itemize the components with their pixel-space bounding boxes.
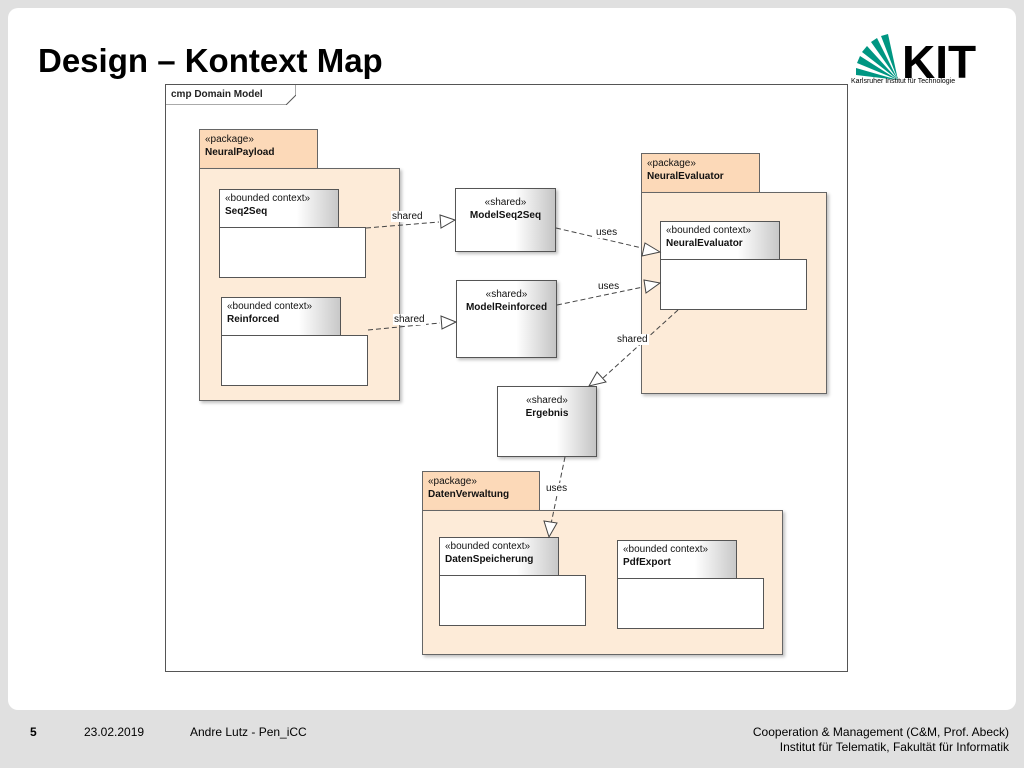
bounded-context-stereotype: «bounded context» bbox=[623, 544, 709, 555]
relation-label: uses bbox=[597, 281, 621, 292]
package-stereotype: «package» bbox=[647, 158, 696, 169]
relation-label: uses bbox=[595, 227, 619, 238]
bounded-context-neuralevaluator-tab[interactable]: «bounded context» NeuralEvaluator bbox=[660, 221, 780, 260]
package-stereotype: «package» bbox=[205, 134, 254, 145]
bounded-context-stereotype: «bounded context» bbox=[227, 301, 313, 312]
bounded-context-datenspeicherung-body[interactable] bbox=[439, 575, 586, 626]
package-stereotype: «package» bbox=[428, 476, 477, 487]
kit-logo: KIT bbox=[856, 34, 976, 88]
frame-label: cmp Domain Model bbox=[171, 89, 263, 100]
package-datenverwaltung-tab[interactable]: «package» DatenVerwaltung bbox=[422, 471, 540, 511]
bounded-context-name: PdfExport bbox=[623, 557, 671, 568]
shared-name: Ergebnis bbox=[525, 408, 569, 419]
footer-org-line1: Cooperation & Management (C&M, Prof. Abe… bbox=[752, 725, 1009, 739]
bounded-context-seq2seq-body[interactable] bbox=[219, 227, 366, 278]
shared-modelseq2seq[interactable]: «shared» ModelSeq2Seq bbox=[455, 188, 556, 252]
shared-name: ModelReinforced bbox=[465, 302, 548, 313]
shared-ergebnis[interactable]: «shared» Ergebnis bbox=[497, 386, 597, 457]
package-name: NeuralPayload bbox=[205, 147, 275, 158]
logo-subtitle: Karlsruher Institut für Technologie bbox=[851, 78, 956, 85]
kit-logo-fan-icon bbox=[856, 34, 898, 80]
shared-stereotype: «shared» bbox=[484, 197, 527, 208]
bounded-context-reinforced-body[interactable] bbox=[221, 335, 368, 386]
footer-org-line2: Institut für Telematik, Fakultät für Inf… bbox=[779, 740, 1009, 754]
slide-title: Design – Kontext Map bbox=[38, 42, 383, 79]
frame-tab bbox=[166, 85, 296, 105]
package-name: DatenVerwaltung bbox=[428, 489, 510, 500]
package-name: NeuralEvaluator bbox=[647, 171, 724, 182]
bounded-context-neuralevaluator-body[interactable] bbox=[660, 259, 807, 310]
relation-label: shared bbox=[391, 211, 424, 222]
shared-name: ModelSeq2Seq bbox=[469, 210, 542, 221]
package-neuralevaluator-tab[interactable]: «package» NeuralEvaluator bbox=[641, 153, 760, 193]
footer-date: 23.02.2019 bbox=[84, 725, 145, 739]
bounded-context-pdfexport-tab[interactable]: «bounded context» PdfExport bbox=[617, 540, 737, 579]
shared-stereotype: «shared» bbox=[526, 395, 568, 406]
bounded-context-name: Reinforced bbox=[227, 314, 280, 325]
bounded-context-name: Seq2Seq bbox=[225, 206, 268, 217]
bounded-context-stereotype: «bounded context» bbox=[445, 541, 531, 552]
bounded-context-name: NeuralEvaluator bbox=[666, 238, 743, 249]
shared-modelreinforced[interactable]: «shared» ModelReinforced bbox=[456, 280, 557, 358]
footer-author: Andre Lutz - Pen_iCC bbox=[190, 725, 307, 739]
bounded-context-stereotype: «bounded context» bbox=[666, 225, 752, 236]
bounded-context-datenspeicherung-tab[interactable]: «bounded context» DatenSpeicherung bbox=[439, 537, 559, 576]
shared-stereotype: «shared» bbox=[485, 289, 528, 300]
kit-logo-text: KIT bbox=[902, 36, 976, 88]
package-neuralpayload-tab[interactable]: «package» NeuralPayload bbox=[199, 129, 318, 169]
bounded-context-seq2seq-tab[interactable]: «bounded context» Seq2Seq bbox=[219, 189, 339, 228]
relation-label: shared bbox=[616, 334, 649, 345]
bounded-context-name: DatenSpeicherung bbox=[445, 554, 534, 565]
bounded-context-pdfexport-body[interactable] bbox=[617, 578, 764, 629]
relation-label: shared bbox=[393, 314, 426, 325]
bounded-context-stereotype: «bounded context» bbox=[225, 193, 311, 204]
page-number: 5 bbox=[30, 725, 37, 739]
bounded-context-reinforced-tab[interactable]: «bounded context» Reinforced bbox=[221, 297, 341, 336]
relation-label: uses bbox=[545, 483, 569, 494]
